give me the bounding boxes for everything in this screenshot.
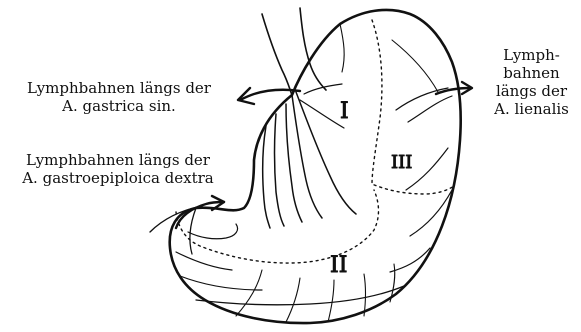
label-gastrica-sin-line-2: A. gastrica sin. xyxy=(6,97,232,115)
pyloric-vessel-3 xyxy=(180,276,262,290)
gastrica-vessel-7 xyxy=(304,84,342,94)
region-3-label: III xyxy=(391,152,412,173)
pyloric-vessel-1 xyxy=(190,208,196,254)
gastrica-vessel-2 xyxy=(292,95,322,218)
label-gastroepiploica-dextra: Lymphbahnen längs der A. gastroepiploica… xyxy=(4,151,232,187)
lower-vessel-5 xyxy=(364,274,366,316)
label-gastroepiploica-line-2: A. gastroepiploica dextra xyxy=(4,169,232,187)
esophagus-right-wall xyxy=(300,8,326,90)
gastrica-vessel-4 xyxy=(275,114,285,226)
lower-vessel-2 xyxy=(236,270,262,316)
gastrica-vessel-5 xyxy=(263,126,270,228)
label-lienalis-line-2: bahnen xyxy=(484,64,579,82)
label-lienalis-line-3: längs der xyxy=(484,82,579,100)
lower-vessel-1 xyxy=(196,286,404,305)
fundus-right-line xyxy=(392,40,438,92)
pylorus-fold xyxy=(188,224,238,239)
label-lienalis-line-1: Lymph- xyxy=(484,46,579,64)
pyloric-vessel-2 xyxy=(176,252,232,270)
boundary-region-1-3 xyxy=(372,20,454,194)
esophagus-left-wall xyxy=(262,14,292,95)
region-2-label: II xyxy=(330,253,347,278)
lienalis-vessel-lower xyxy=(408,96,452,122)
gastrica-vessel-6 xyxy=(300,100,344,128)
lower-vessel-4 xyxy=(328,280,334,322)
lower-vessel-3 xyxy=(286,278,300,322)
label-lienalis-line-4: A. lienalis xyxy=(484,100,579,118)
label-lienalis: Lymph- bahnen längs der A. lienalis xyxy=(484,46,579,118)
label-gastrica-sin-line-1: Lymphbahnen längs der xyxy=(6,79,232,97)
fundus-upper-line xyxy=(340,24,344,72)
label-gastrica-sin: Lymphbahnen längs der A. gastrica sin. xyxy=(6,79,232,115)
region-1-label: I xyxy=(340,99,349,124)
gastrica-vessel-3 xyxy=(286,104,302,222)
label-gastroepiploica-line-1: Lymphbahnen längs der xyxy=(4,151,232,169)
